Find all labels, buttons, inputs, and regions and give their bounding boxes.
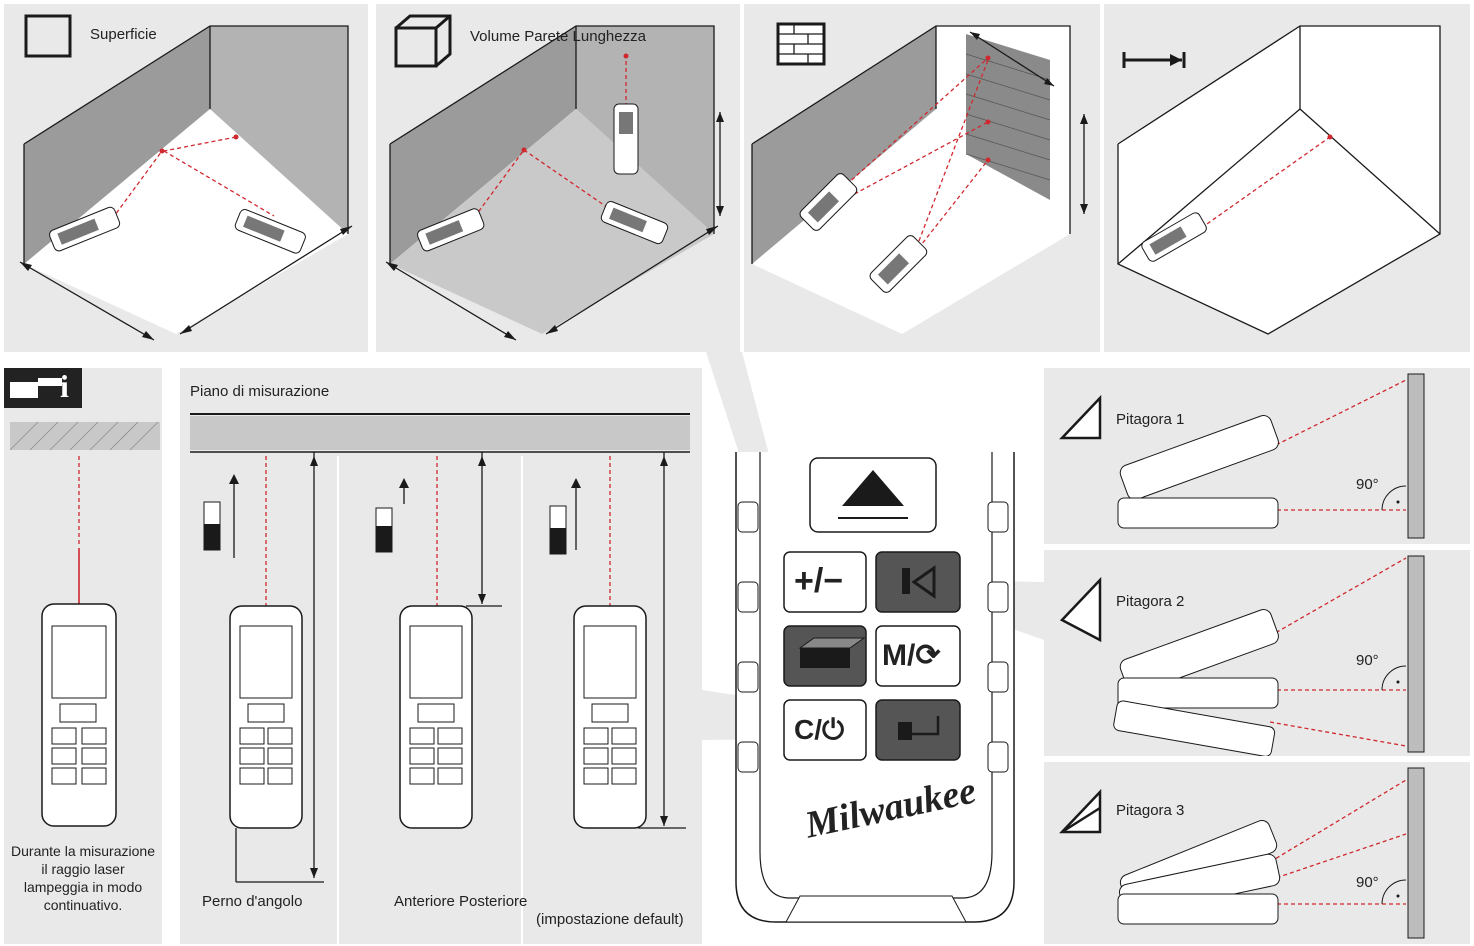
key-plus-minus: +/− [794,562,844,600]
reference-key [875,551,961,613]
front-back-label: Anteriore Posteriore [394,893,528,910]
keypad-device [735,452,1015,923]
default-label: (impostazione default) [536,911,684,928]
pythagoras-3-label: Pitagora 3 [1116,802,1185,819]
distance-illustration [1117,25,1441,335]
reference-illustration [190,413,690,944]
measure-key [809,457,937,533]
pythagoras-2-angle: 90° [1356,652,1379,669]
info-panel: i Durante la misurazione il raggio laser… [4,368,162,944]
pythagoras-2-label: Pitagora 2 [1116,593,1185,610]
area-label: Superficie [90,26,157,43]
pythagoras-key [875,699,961,761]
laser-icon-1 [203,474,239,558]
info-text: Durante la misurazione il raggio laser l… [11,843,155,913]
device-back [573,605,647,829]
device-corner [229,605,303,882]
pythagoras-1-angle: 90° [1356,476,1379,493]
triangle-1-icon [1059,394,1102,440]
pythagoras-3-angle: 90° [1356,874,1379,891]
pythagoras-2-illustration [1059,555,1425,756]
pointing-hand-info-icon [4,368,82,408]
pythagoras-1-label: Pitagora 1 [1116,411,1185,428]
area-panel: Superficie [4,4,368,352]
cube-outline-icon [394,14,452,68]
keypad-closeup: +/− M/⟳ C/⏻ Milwaukee [730,452,1020,946]
pivot-label: Perno d'angolo [202,893,303,910]
area-volume-key [783,625,867,687]
pythagoras-panel-2: Pitagora 2 90° [1044,550,1470,756]
volume-illustration [385,14,724,341]
reference-panel: Piano di misurazione Perno d'angolo Ante… [180,368,702,944]
square-outline-icon [24,14,72,58]
pythagoras-3-illustration [1059,767,1425,939]
laser-icon-2 [375,478,409,553]
pythagoras-panel-3: Pitagora 3 90° [1044,762,1470,944]
triangle-3-icon [1059,788,1102,834]
pythagoras-1-illustration [1059,373,1425,539]
volume-panel: Volume Parete Lunghezza [376,4,740,352]
key-mode: M/⟳ [882,639,941,672]
plane-label: Piano di misurazione [190,383,330,400]
distance-panel [1104,4,1470,352]
plus-minus-key [783,551,867,613]
brick-wall-icon [776,22,826,66]
key-clear: C/⏻ [794,714,845,745]
laser-icon-3 [549,478,581,555]
device-front [399,605,473,829]
distance-arrow-icon [1122,52,1186,68]
clear-key [783,699,867,761]
info-illustration [4,368,160,827]
pythagoras-panel-1: Pitagora 1 90° [1044,368,1470,544]
area-illustration [19,14,353,341]
wall-panel [744,4,1100,352]
mode-key [875,625,961,687]
volume-label: Volume Parete Lunghezza [470,28,646,45]
triangle-2-icon [1059,576,1102,643]
wall-illustration [751,22,1088,334]
info-icon-letter: i [60,368,69,404]
